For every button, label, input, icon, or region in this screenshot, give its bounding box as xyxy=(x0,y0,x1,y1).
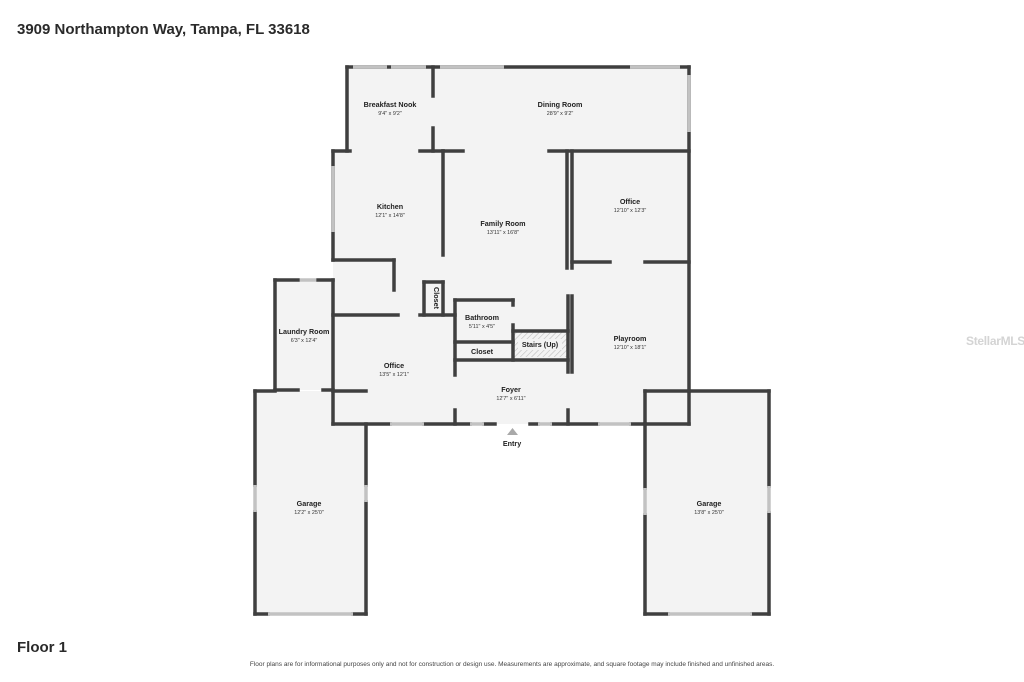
room-name: Garage xyxy=(297,499,322,508)
room-name: Office xyxy=(384,361,404,370)
room-dimensions: 12'10" x 18'1" xyxy=(614,345,647,351)
room-office-upper: Office 12'10" x 12'3" xyxy=(614,197,647,214)
windows xyxy=(253,65,771,616)
room-name: Family Room xyxy=(480,219,525,228)
room-playroom: Playroom 12'10" x 18'1" xyxy=(614,334,647,351)
room-name: Foyer xyxy=(501,385,521,394)
room-name: Dining Room xyxy=(538,100,583,109)
room-name: Closet xyxy=(471,347,494,356)
room-kitchen: Kitchen 12'1" x 14'8" xyxy=(375,202,405,219)
room-name: Playroom xyxy=(614,334,647,343)
room-dimensions: 12'10" x 12'3" xyxy=(614,208,647,214)
room-foyer: Foyer 12'7" x 6'11" xyxy=(496,385,525,402)
room-bathroom: Bathroom 5'11" x 4'5" xyxy=(465,313,499,330)
room-name: Garage xyxy=(697,499,722,508)
watermark-logo: StellarMLS xyxy=(966,334,1024,348)
room-name: Office xyxy=(620,197,640,206)
room-dimensions: 12'1" x 14'8" xyxy=(375,213,405,219)
disclaimer-text: Floor plans are for informational purpos… xyxy=(249,661,775,668)
property-address: 3909 Northampton Way, Tampa, FL 33618 xyxy=(17,21,310,38)
room-closet: Closet xyxy=(471,347,494,356)
room-dimensions: 13'5" x 12'1" xyxy=(379,372,409,378)
room-name: Laundry Room xyxy=(279,327,330,336)
room-garage-left: Garage 12'2" x 25'0" xyxy=(294,499,324,516)
room-stairs: Stairs (Up) xyxy=(518,339,562,350)
room-garage-right: Garage 13'8" x 25'0" xyxy=(694,499,724,516)
entry-label: Entry xyxy=(503,439,521,448)
entry-arrow-icon xyxy=(507,428,518,435)
room-family-room: Family Room 13'11" x 16'8" xyxy=(480,219,525,236)
room-name: Closet xyxy=(432,287,441,310)
room-name: Stairs (Up) xyxy=(522,340,559,349)
floor-label: Floor 1 xyxy=(17,639,68,656)
room-office-lower: Office 13'5" x 12'1" xyxy=(379,361,409,378)
room-dimensions: 9'4" x 9'2" xyxy=(378,111,402,117)
room-dimensions: 13'11" x 16'8" xyxy=(487,230,519,236)
room-dimensions: 28'9" x 9'2" xyxy=(547,111,574,117)
room-closet-small: Closet xyxy=(432,287,441,310)
room-dimensions: 12'2" x 25'0" xyxy=(294,510,324,516)
room-dimensions: 13'8" x 25'0" xyxy=(694,510,724,516)
room-dimensions: 12'7" x 6'11" xyxy=(496,396,525,402)
room-name: Breakfast Nook xyxy=(364,100,417,109)
room-name: Kitchen xyxy=(377,202,403,211)
room-dimensions: 6'3" x 12'4" xyxy=(291,338,318,344)
room-name: Bathroom xyxy=(465,313,499,322)
room-dimensions: 5'11" x 4'5" xyxy=(469,324,495,330)
room-dining-room: Dining Room 28'9" x 9'2" xyxy=(538,100,583,117)
room-laundry-room: Laundry Room 6'3" x 12'4" xyxy=(279,327,330,344)
room-breakfast-nook: Breakfast Nook 9'4" x 9'2" xyxy=(364,100,417,117)
